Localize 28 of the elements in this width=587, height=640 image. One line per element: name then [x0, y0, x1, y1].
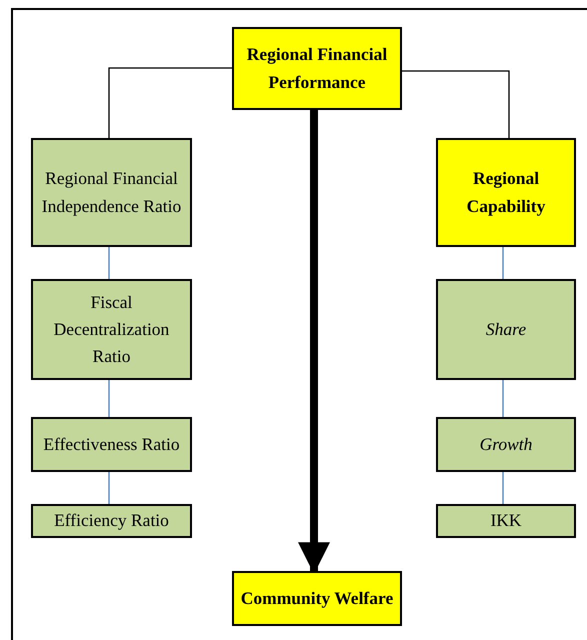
box-label: IKK	[490, 509, 522, 532]
connector-line	[108, 67, 232, 138]
concept-box	[436, 138, 576, 247]
box-label: Fiscal Decentralization Ratio	[52, 290, 170, 368]
indicator-box	[31, 504, 192, 538]
connector-line	[502, 472, 504, 504]
box-label: Effectiveness Ratio	[43, 432, 180, 456]
indicator-box	[436, 279, 576, 380]
box-label: Community Welfare	[240, 586, 394, 610]
connector-line	[502, 247, 504, 279]
connector-line	[108, 472, 110, 504]
indicator-box	[31, 138, 192, 247]
concept-box	[232, 27, 402, 110]
indicator-box	[436, 417, 576, 472]
box-label: Growth	[480, 432, 532, 456]
indicator-box	[31, 279, 192, 380]
indicator-box	[31, 417, 192, 472]
connector-line	[402, 70, 510, 138]
connector-line	[108, 247, 110, 279]
box-label: Regional Financial Performance	[246, 43, 388, 94]
box-label: Share	[486, 318, 526, 341]
connector-line	[108, 380, 110, 417]
indicator-box	[436, 504, 576, 538]
concept-box	[232, 571, 402, 626]
box-label: Efficiency Ratio	[54, 509, 169, 532]
box-label: Regional Capability	[466, 167, 546, 218]
connector-line	[502, 380, 504, 417]
box-label: Regional Financial Independence Ratio	[40, 167, 182, 218]
